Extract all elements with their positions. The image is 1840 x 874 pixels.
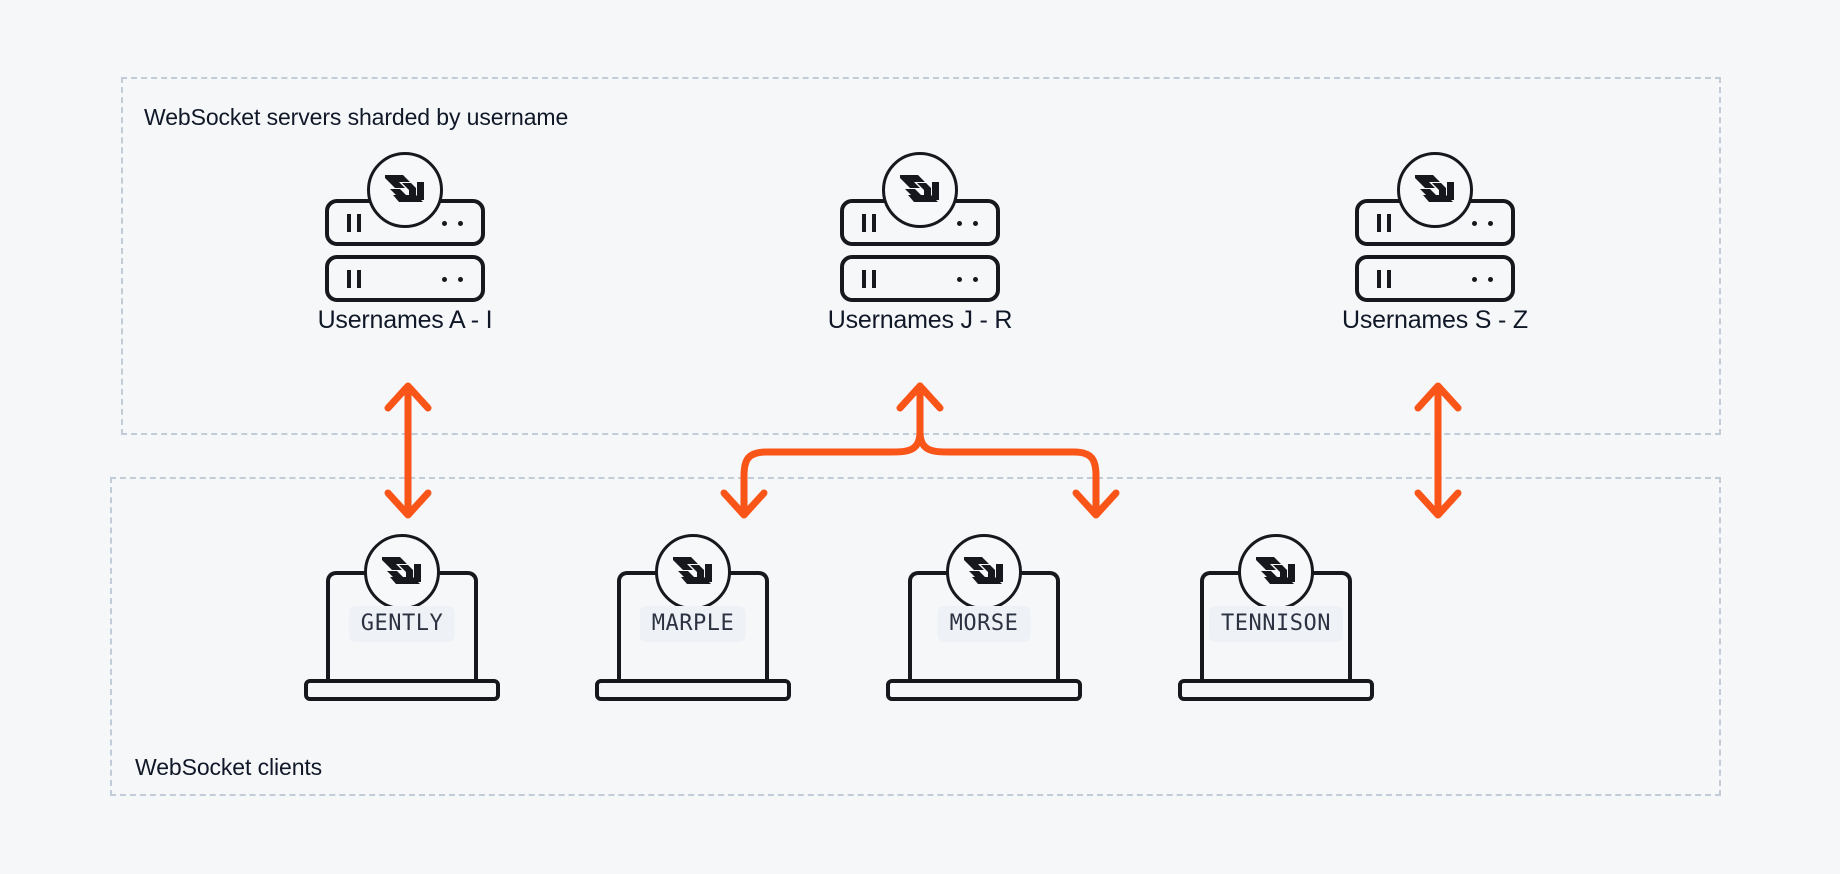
client-name-tag: TENNISON xyxy=(1209,606,1343,642)
rack-bars-icon xyxy=(347,214,361,232)
rack-bars-icon xyxy=(1377,214,1391,232)
server-node[interactable]: Usernames J - R xyxy=(790,152,1050,335)
rack-dots-icon xyxy=(442,277,463,282)
rack-dots-icon xyxy=(957,221,978,226)
server-rack-icon xyxy=(325,152,485,302)
laptop-icon: MARPLE xyxy=(595,534,791,708)
server-node[interactable]: Usernames S - Z xyxy=(1305,152,1565,335)
laptop-base xyxy=(886,679,1082,701)
websocket-logo-icon xyxy=(655,534,731,610)
websocket-logo-icon xyxy=(882,152,958,228)
websocket-logo-icon xyxy=(367,152,443,228)
client-node[interactable]: TENNISON xyxy=(1156,534,1396,708)
server-caption: Usernames S - Z xyxy=(1342,306,1528,334)
rack-bars-icon xyxy=(347,270,361,288)
rack-dots-icon xyxy=(1472,221,1493,226)
client-node[interactable]: MARPLE xyxy=(573,534,813,708)
rack-dots-icon xyxy=(442,221,463,226)
server-rack-unit-bottom xyxy=(1355,255,1515,302)
server-caption: Usernames J - R xyxy=(827,306,1013,334)
websocket-logo-icon xyxy=(1397,152,1473,228)
rack-dots-icon xyxy=(957,277,978,282)
laptop-icon: TENNISON xyxy=(1178,534,1374,708)
websocket-logo-icon xyxy=(1238,534,1314,610)
clients-zone-label: WebSocket clients xyxy=(135,754,323,780)
laptop-base xyxy=(304,679,500,701)
servers-zone-label: WebSocket servers sharded by username xyxy=(144,104,569,130)
laptop-icon: GENTLY xyxy=(304,534,500,708)
rack-dots-icon xyxy=(1472,277,1493,282)
server-rack-icon xyxy=(1355,152,1515,302)
client-name-tag: MARPLE xyxy=(639,606,747,642)
server-rack-icon xyxy=(840,152,1000,302)
client-node[interactable]: MORSE xyxy=(864,534,1104,708)
server-rack-unit-bottom xyxy=(840,255,1000,302)
client-name-tag: MORSE xyxy=(937,606,1031,642)
laptop-base xyxy=(1178,679,1374,701)
client-node[interactable]: GENTLY xyxy=(282,534,522,708)
websocket-logo-icon xyxy=(946,534,1022,610)
server-rack-unit-bottom xyxy=(325,255,485,302)
server-node[interactable]: Usernames A - I xyxy=(275,152,535,335)
laptop-icon: MORSE xyxy=(886,534,1082,708)
websocket-logo-icon xyxy=(364,534,440,610)
rack-bars-icon xyxy=(1377,270,1391,288)
rack-bars-icon xyxy=(862,270,876,288)
server-caption: Usernames A - I xyxy=(317,306,493,334)
rack-bars-icon xyxy=(862,214,876,232)
client-name-tag: GENTLY xyxy=(348,606,456,642)
laptop-base xyxy=(595,679,791,701)
